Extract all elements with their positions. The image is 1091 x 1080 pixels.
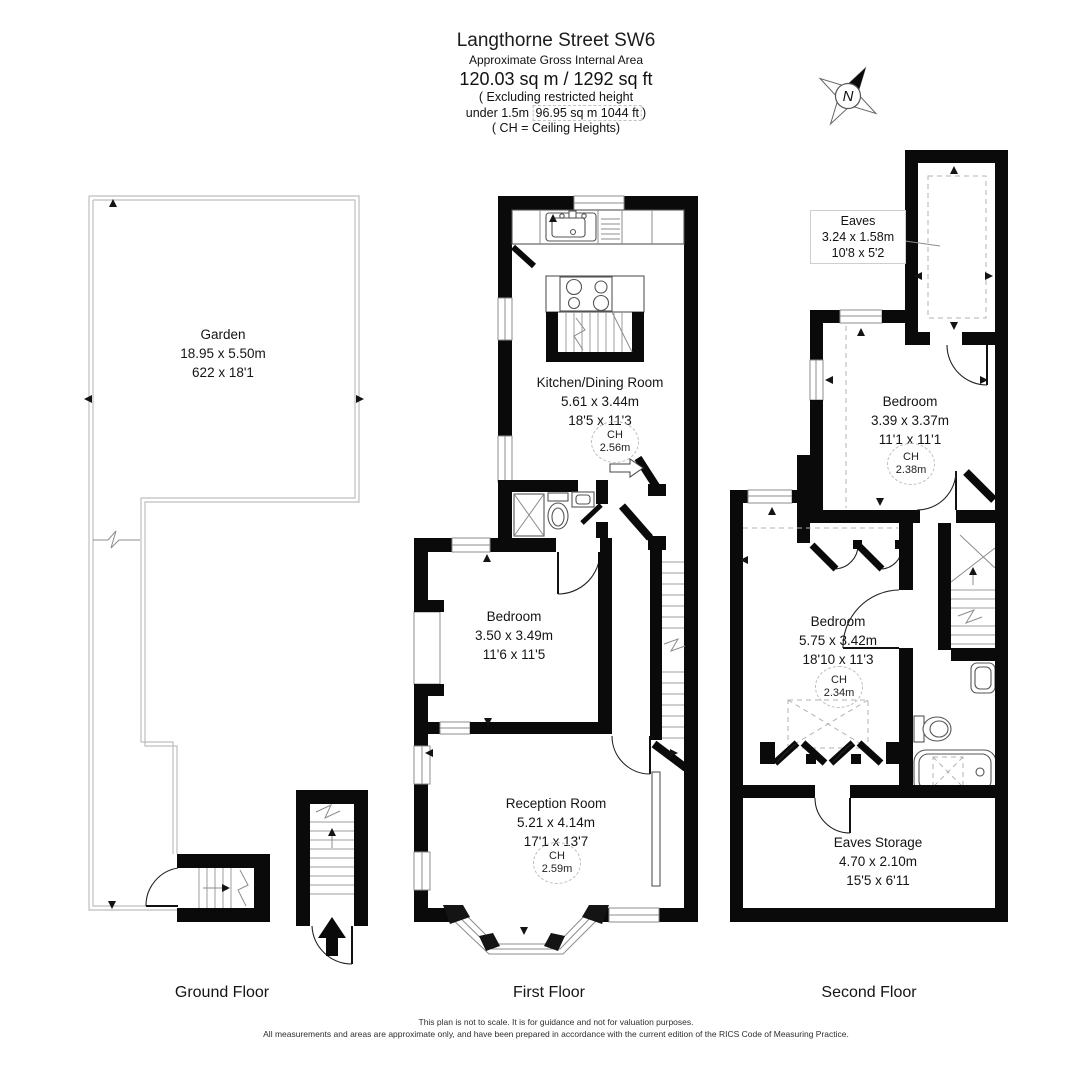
entry-direction-arrow [609,458,644,478]
second-floor-bedroom-large [760,523,913,785]
toilet-icon-2 [913,715,952,743]
room-label-bedroom-small: Bedroom 3.39 x 3.37m 11'1 x 11'1 [870,394,950,447]
hob-island [545,275,645,313]
title-block: Langthorne Street SW6 Approximate Gross … [457,28,656,137]
bedroom-door-arc [557,551,601,595]
chimney-alcove [413,611,441,685]
compass-n-label: N [843,88,854,105]
first-floor-hall [609,455,666,550]
floor-label-ground: Ground Floor [174,984,270,1001]
bathroom-door-leaf [580,503,603,525]
kitchen-counter [511,209,685,245]
shower-icon [513,493,545,537]
entrance-arrow-icon [318,917,346,956]
side-entrance-stairs [145,854,270,922]
page-title: Langthorne Street SW6 [456,30,656,51]
basin-icon-2 [970,662,996,694]
front-entrance-stairs [296,790,368,965]
second-floor-bathroom [913,662,997,795]
first-floor-windows [413,195,660,923]
bathtub-icon [913,749,997,795]
radiator [651,771,661,887]
disclaimer-line2: All measurements and areas are approxima… [263,1029,849,1039]
restricted-area-box: 96.95 sq m 1044 ft [532,104,643,121]
room-label-eaves: Eaves 3.24 x 1.58m 10'8 x 5'2 [810,210,906,264]
garden-boundary [84,195,364,911]
toilet-icon [547,492,569,530]
reception-door-arc [611,735,651,775]
note-line3: ( CH = Ceiling Heights) [491,121,621,135]
first-floor-stairs [650,550,689,772]
room-label-reception: Reception Room 5.21 x 4.14m 17'1 x 13'7 [505,796,607,849]
first-floor-plan [413,195,698,955]
floor-label-second: Second Floor [821,984,917,1001]
basin-icon [571,491,595,508]
room-label-garden: Garden 18.95 x 5.50m 622 x 18'1 [180,327,266,380]
eaves-door-arc [946,344,988,386]
second-floor-stairs [938,523,1008,661]
gross-area: 120.03 sq m / 1292 sq ft [459,69,653,89]
disclaimer-line1: This plan is not to scale. It is for gui… [418,1017,694,1027]
compass-icon: N [818,66,878,126]
bay-window [443,905,609,955]
eaves-room [897,150,1008,345]
note-line2: under 1.5m 96.95 sq m 1044 ft) [465,104,647,121]
room-label-bedroom-large: Bedroom 5.75 x 3.42m 18'10 x 11'3 [798,614,878,667]
second-floor-plan [730,150,1008,922]
room-label-kitchen: Kitchen/Dining Room 5.61 x 3.44m 18'5 x … [536,375,664,428]
sink-icon [545,210,597,242]
room-label-eaves-storage: Eaves Storage 4.70 x 2.10m 15'5 x 6'11 [833,835,923,888]
floor-label-first: First Floor [513,984,585,1001]
kitchen-stairs [546,311,644,362]
room-label-bedroom-first: Bedroom 3.50 x 3.49m 11'6 x 11'5 [474,609,554,662]
note-line1: ( Excluding restricted height [478,90,634,104]
eaves-storage [730,345,1008,922]
first-floor-bathroom [498,480,608,538]
subtitle: Approximate Gross Internal Area [468,53,644,67]
ground-floor-plan [84,195,368,965]
second-floor-landing [730,455,904,908]
kitchen-door-leaf [510,244,537,269]
